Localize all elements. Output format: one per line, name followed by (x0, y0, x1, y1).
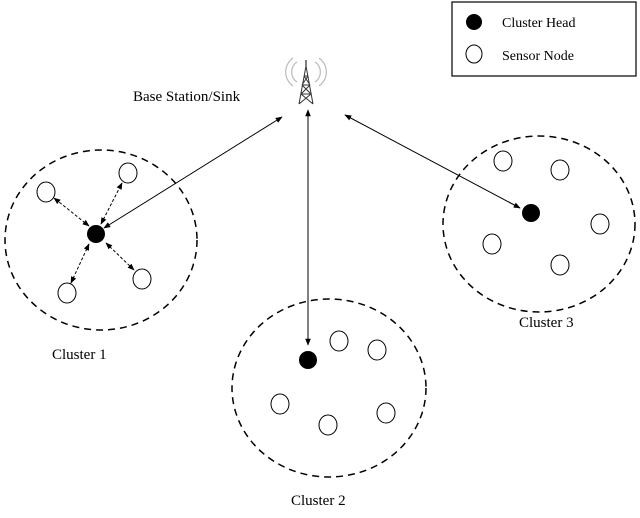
cluster-head-node (299, 351, 317, 369)
intra-cluster-link (105, 242, 135, 271)
sensor-node (329, 330, 349, 352)
cluster-3-label: Cluster 3 (519, 315, 574, 331)
sensor-node (482, 233, 502, 255)
sensor-node (590, 213, 610, 235)
sink-links (103, 109, 521, 346)
sensor-node (367, 339, 387, 361)
base-station-label: Base Station/Sink (133, 89, 241, 105)
sensor-node (57, 282, 77, 304)
cluster-1-label: Cluster 1 (52, 347, 107, 363)
cluster-head-legend-icon (466, 14, 482, 30)
sensor-node-legend-icon (465, 44, 483, 64)
legend-cluster-head-label: Cluster Head (502, 16, 575, 31)
sensor-node (550, 254, 570, 276)
cluster-boundary (442, 135, 636, 313)
sensor-node (36, 181, 56, 203)
antenna-tower-icon (285, 57, 327, 105)
cluster-head-node (87, 225, 105, 243)
cluster-2: Cluster 2 (231, 298, 427, 509)
link-cluster3-sink (344, 114, 521, 209)
sensor-node (550, 159, 570, 181)
sensor-node (118, 162, 138, 184)
cluster-head-node (522, 204, 540, 222)
sensor-node (376, 402, 396, 424)
link-cluster1-sink (103, 116, 283, 229)
legend-box (451, 1, 637, 77)
intra-cluster-link (70, 243, 90, 284)
sensor-node (132, 268, 152, 290)
legend-sensor-node-label: Sensor Node (502, 49, 574, 64)
cluster-3: Cluster 3 (442, 135, 636, 331)
intra-cluster-link (53, 197, 90, 227)
cluster-boundary (4, 149, 198, 331)
cluster-1: Cluster 1 (4, 149, 198, 363)
sensor-node (270, 393, 290, 415)
cluster-boundary (231, 298, 427, 478)
intra-cluster-link (100, 182, 123, 225)
base-station: Base Station/Sink (133, 57, 327, 105)
cluster-2-label: Cluster 2 (291, 493, 346, 509)
sensor-node (318, 414, 338, 436)
legend: Cluster Head Sensor Node (451, 1, 637, 77)
sensor-node (493, 150, 513, 172)
